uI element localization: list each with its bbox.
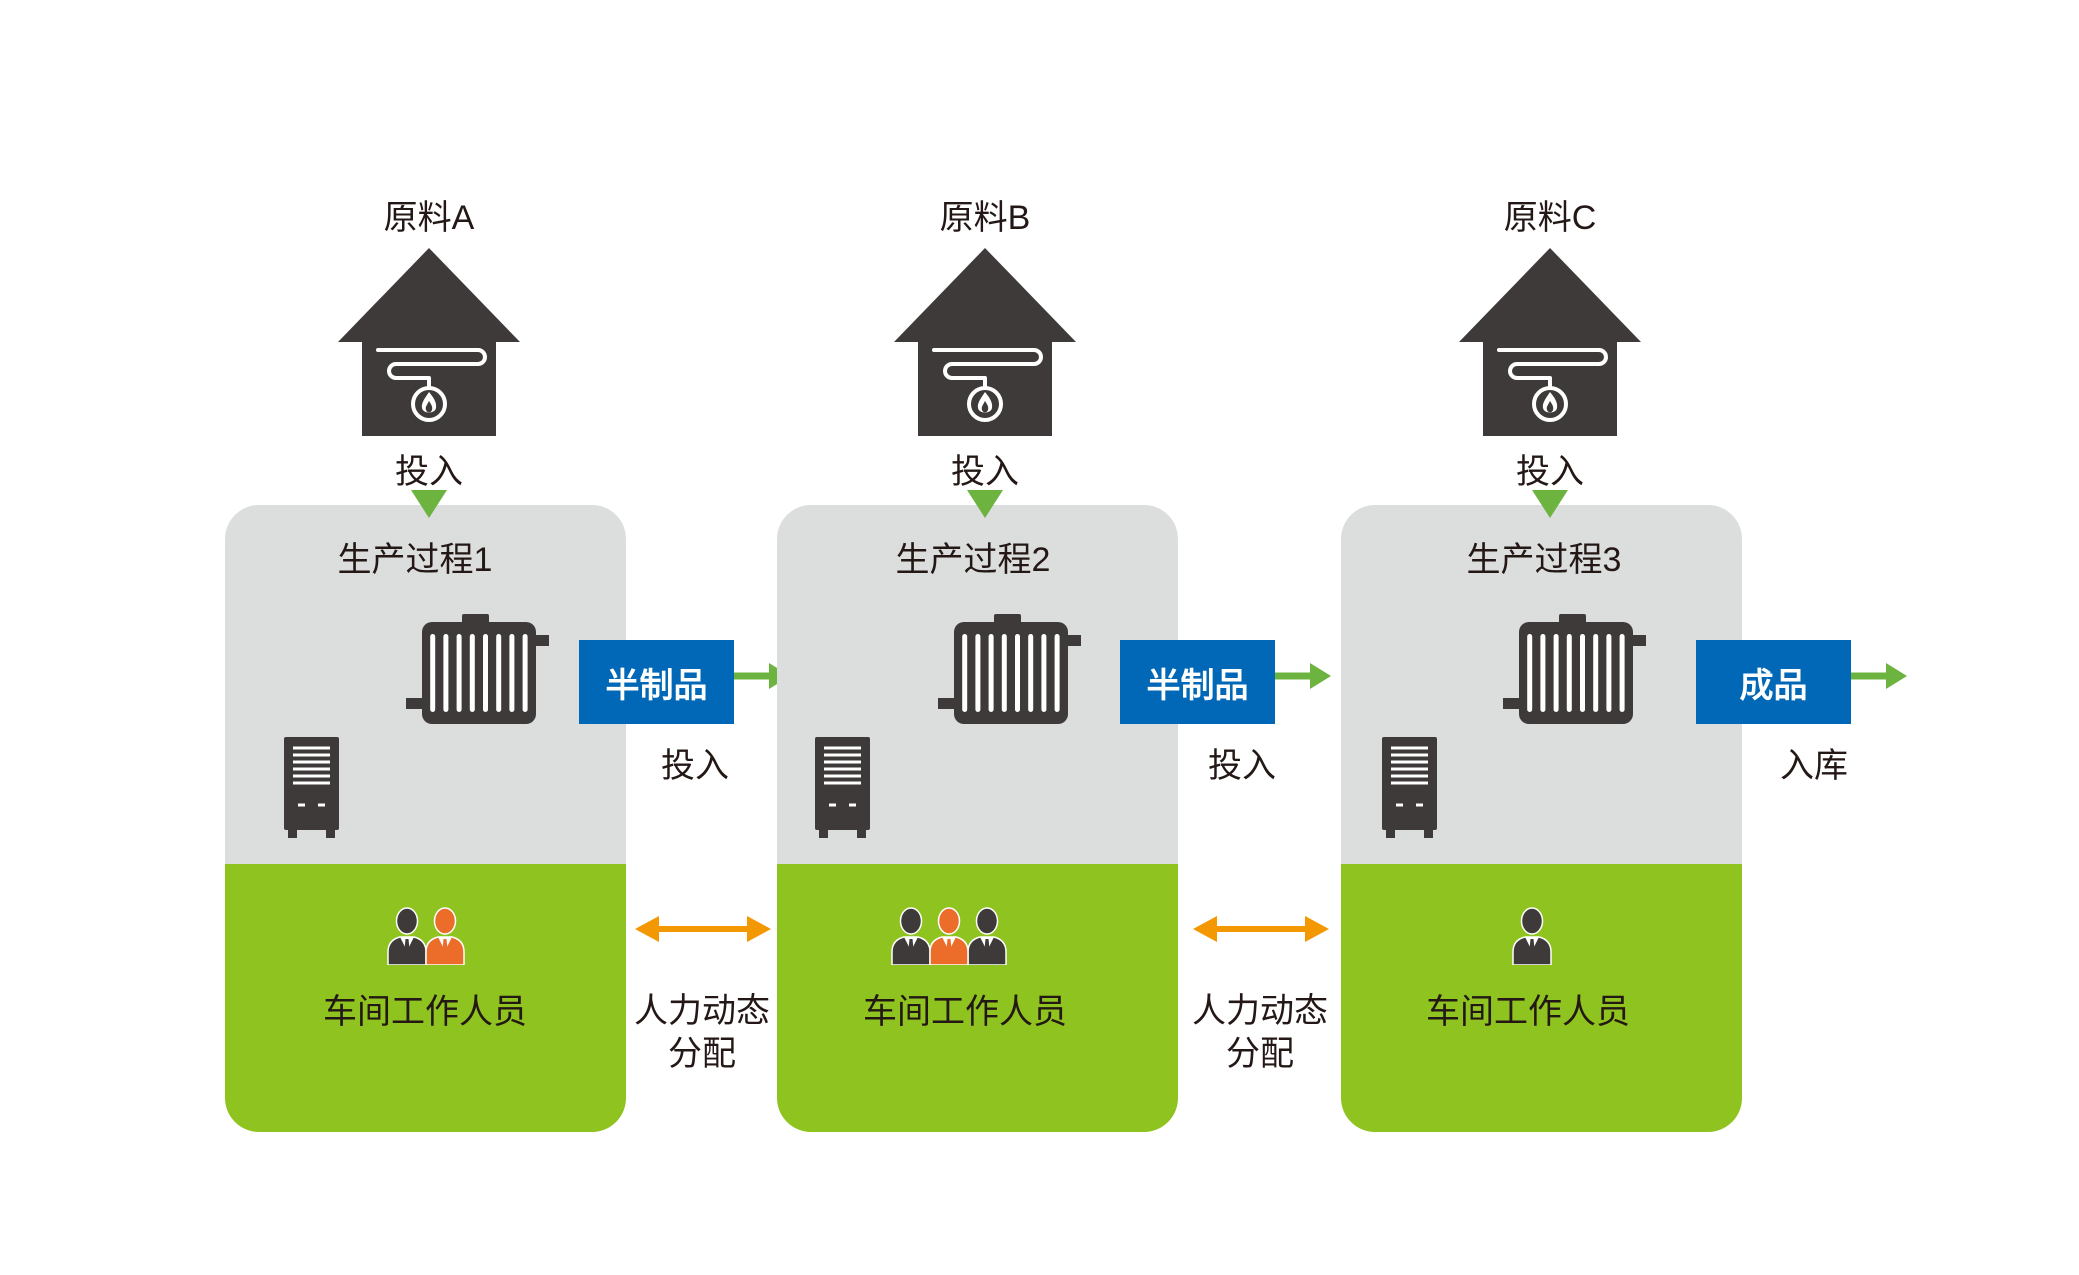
process-stage [1341, 505, 1742, 1132]
flow-arrow-icon [1275, 663, 1331, 689]
product-box: 半制品 [1120, 640, 1275, 724]
workers-icon [385, 905, 467, 965]
server-icon [284, 737, 339, 838]
double-arrow-icon [1193, 916, 1329, 942]
output-action-label: 投入 [1208, 747, 1276, 785]
input-label: 投入 [1516, 453, 1584, 491]
person-icon [929, 907, 969, 965]
furnace-house-icon [1459, 248, 1641, 436]
material-label: 原料B [939, 199, 1031, 237]
output-action-label: 入库 [1780, 747, 1848, 785]
material-label: 原料C [1503, 199, 1597, 237]
transfer-label-line: 人力动态 [1192, 992, 1328, 1030]
input-arrow-icon [411, 490, 447, 518]
workers-icon [889, 905, 1009, 965]
workers-icon [1510, 905, 1554, 965]
staff-label: 车间工作人员 [1426, 993, 1630, 1031]
product-box: 半制品 [579, 640, 734, 724]
input-label: 投入 [395, 453, 463, 491]
product-box: 成品 [1696, 640, 1851, 724]
transfer-label-line: 分配 [1226, 1035, 1294, 1073]
staff-label: 车间工作人员 [863, 993, 1067, 1031]
staff-label: 车间工作人员 [323, 993, 527, 1031]
staff-area [225, 864, 626, 1132]
transfer-label-line: 分配 [668, 1035, 736, 1073]
server-icon [1382, 737, 1437, 838]
transfer-label: 人力动态 分配 [634, 990, 770, 1076]
furnace-house-icon [338, 248, 520, 436]
process-title: 生产过程2 [895, 541, 1051, 579]
person-icon [425, 907, 465, 965]
flow-arrow-icon [1851, 663, 1907, 689]
radiator-icon [406, 614, 549, 724]
server-icon [815, 737, 870, 838]
output-action-label: 投入 [661, 747, 729, 785]
double-arrow-icon [635, 916, 771, 942]
transfer-label-line: 人力动态 [634, 992, 770, 1030]
furnace-house-icon [894, 248, 1076, 436]
transfer-label: 人力动态 分配 [1192, 990, 1328, 1076]
input-arrow-icon [1532, 490, 1568, 518]
radiator-icon [938, 614, 1081, 724]
person-icon [1512, 907, 1552, 965]
staff-area [1341, 864, 1742, 1132]
person-icon [967, 907, 1007, 965]
process-title: 生产过程3 [1466, 541, 1622, 579]
staff-area [777, 864, 1178, 1132]
input-arrow-icon [967, 490, 1003, 518]
material-label: 原料A [383, 199, 475, 237]
radiator-icon [1503, 614, 1646, 724]
input-label: 投入 [951, 453, 1019, 491]
process-title: 生产过程1 [337, 541, 493, 579]
